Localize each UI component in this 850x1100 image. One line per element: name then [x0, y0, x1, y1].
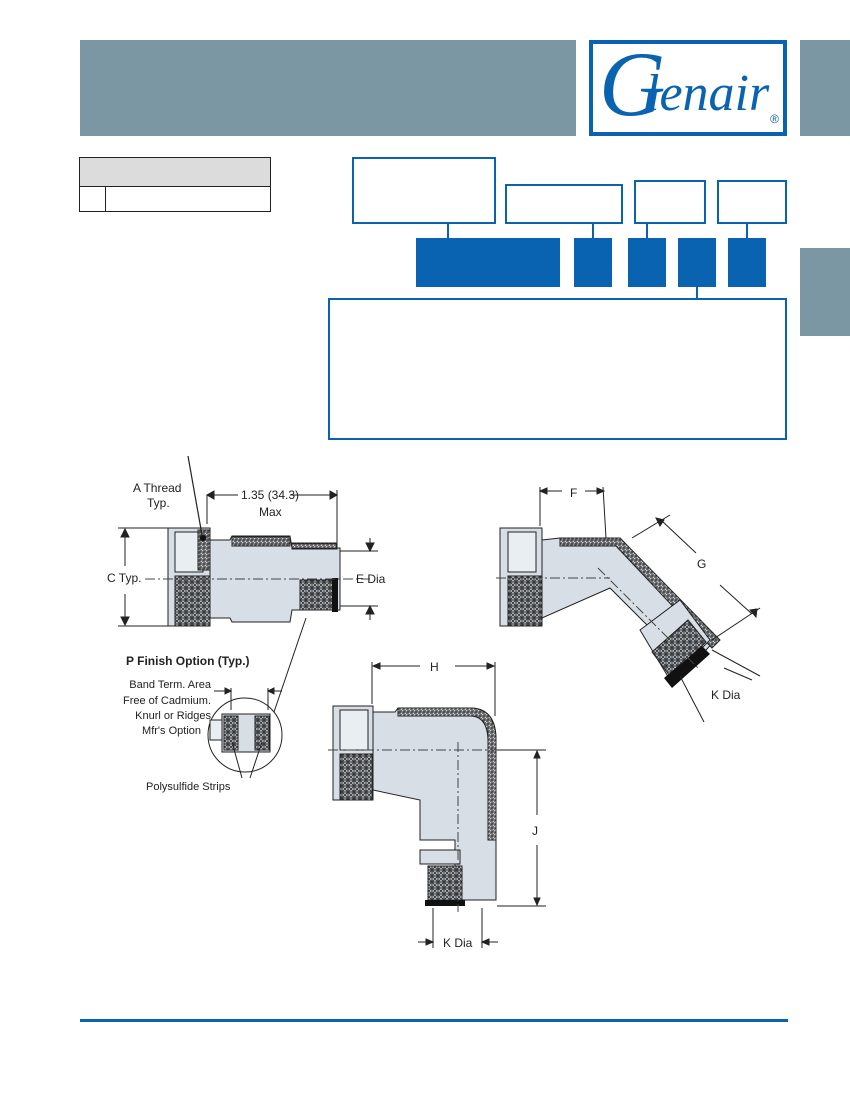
part-number-block: [678, 238, 716, 287]
p-finish-title: P Finish Option (Typ.): [126, 654, 250, 668]
side-tab-top: [800, 40, 850, 136]
connector-line: [447, 224, 449, 238]
c-typ-label: C Typ.: [107, 571, 141, 585]
j-label: J: [532, 824, 538, 838]
part-number-block: [574, 238, 612, 287]
band-note-line: Band Term. Area: [129, 679, 212, 691]
straight-connector: [118, 455, 378, 627]
part-number-label-box: [352, 157, 496, 224]
part-number-label-box: [717, 180, 787, 224]
part-number-label-box: [634, 180, 706, 224]
h-label: H: [430, 660, 439, 674]
connector-line: [592, 224, 594, 238]
part-number-label-box: [505, 184, 623, 224]
k-dia-label-90: K Dia: [443, 936, 473, 950]
registered-mark: ®: [770, 112, 779, 126]
band-note-line: Free of Cadmium.: [123, 695, 211, 707]
code-table: [79, 157, 271, 212]
logo-text: lenair: [645, 65, 770, 122]
length-dimension-label: 1.35 (34.3): [241, 488, 299, 502]
part-number-block: [416, 238, 560, 287]
length-dimension-max: Max: [259, 505, 282, 519]
angled-45-connector: [496, 486, 761, 723]
a-thread-label-typ: Typ.: [147, 496, 170, 510]
connector-line: [746, 224, 748, 238]
k-dia-label-45: K Dia: [711, 688, 741, 702]
footer-rule: [80, 1019, 788, 1022]
f-label: F: [570, 486, 577, 500]
part-number-block: [728, 238, 766, 287]
band-note-line: Mfr's Option: [142, 725, 201, 737]
side-tab-section: [800, 248, 850, 336]
a-thread-label: A Thread: [133, 481, 181, 495]
e-dia-label: E Dia: [356, 572, 386, 586]
p-finish-detail: [207, 617, 307, 779]
g-label: G: [697, 557, 706, 571]
code-table-cell: [80, 186, 106, 211]
angled-90-connector: [328, 662, 546, 948]
description-box: [328, 298, 787, 440]
technical-drawing: A Thread Typ. 1.35 (34.3) Max C Typ. E D…: [107, 455, 761, 950]
glenair-logo: G lenair ®: [589, 36, 787, 136]
connector-line: [646, 224, 648, 238]
logo-initial: G: [599, 33, 666, 135]
band-note-line: Knurl or Ridges: [135, 710, 211, 722]
connector-line: [696, 287, 698, 298]
part-number-block: [628, 238, 666, 287]
polysulfide-label: Polysulfide Strips: [146, 781, 231, 793]
code-table-header: [80, 158, 270, 187]
header-band: [80, 40, 576, 136]
